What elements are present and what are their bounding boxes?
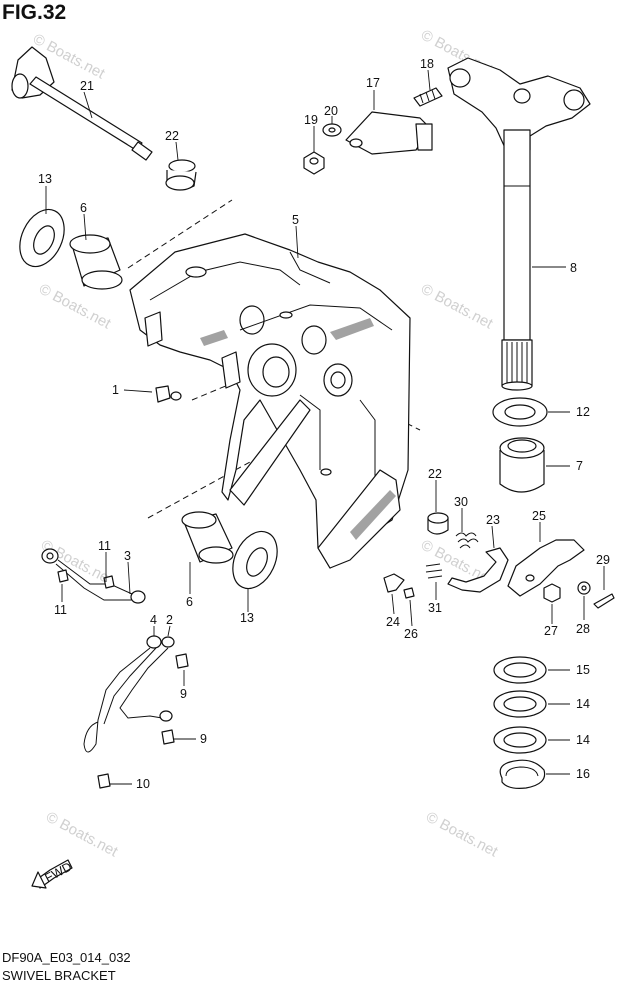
fwd-arrow-icon: FWD (31, 859, 74, 889)
part-14-washer (493, 726, 547, 754)
callout-23: 23 (486, 513, 500, 527)
part-21-shaft (11, 46, 153, 161)
callout-22: 22 (165, 129, 179, 143)
part-25-lock-lever (507, 539, 585, 597)
part-20-washer (322, 123, 342, 137)
callout-13: 13 (38, 172, 52, 186)
part-9-bolt (175, 653, 189, 669)
callout-20: 20 (324, 104, 338, 118)
callout-13: 13 (240, 611, 254, 625)
callout-16: 16 (576, 767, 590, 781)
callout-14: 14 (576, 697, 590, 711)
callout-10: 10 (136, 777, 150, 791)
part-10-bolt (97, 773, 111, 789)
callout-27: 27 (544, 624, 558, 638)
figure-title: FIG.32 (2, 1, 67, 24)
callout-30: 30 (454, 495, 468, 509)
part-17-plate (345, 111, 433, 155)
callout-6: 6 (186, 595, 193, 609)
part-6-bushing (69, 234, 123, 290)
callout-9: 9 (180, 687, 187, 701)
fwd-label: FWD (42, 860, 74, 886)
part-29-cotter-pin (593, 593, 615, 609)
callout-28: 28 (576, 622, 590, 636)
callout-12: 12 (576, 405, 590, 419)
callout-31: 31 (428, 601, 442, 615)
part-19-nut (303, 151, 325, 175)
callout-3: 3 (124, 549, 131, 563)
part-31-spring (425, 563, 443, 579)
callout-4: 4 (150, 613, 157, 627)
callout-18: 18 (420, 57, 434, 71)
part-24-clip (383, 573, 405, 593)
callout-14: 14 (576, 733, 590, 747)
callout-11: 11 (98, 539, 111, 553)
part-26-screw (403, 587, 415, 599)
callout-1: 1 (112, 383, 119, 397)
callout-8: 8 (570, 261, 577, 275)
part-4-ground-wire (83, 635, 162, 753)
callout-5: 5 (292, 213, 299, 227)
part-13-washer (232, 530, 278, 590)
callout-19: 19 (304, 113, 318, 127)
part-16-snap-ring (499, 759, 546, 789)
part-2-ground-wire (119, 636, 175, 722)
part-11-screw (57, 569, 115, 589)
callout-15: 15 (576, 663, 590, 677)
part-27-nut (543, 583, 561, 603)
callout-29: 29 (596, 553, 610, 567)
watermark: © Boats.net (418, 281, 496, 333)
part-6-bushing (181, 511, 234, 564)
watermark: © Boats.net (43, 809, 121, 861)
callout-7: 7 (576, 459, 583, 473)
part-5-swivel-bracket (127, 199, 421, 569)
part-28-washer (577, 581, 591, 595)
callout-6: 6 (80, 201, 87, 215)
part-18-bolt (413, 87, 443, 107)
part-30-spring (455, 532, 479, 549)
part-7-bushing (499, 437, 545, 493)
callout-25: 25 (532, 509, 546, 523)
part-14-washer (493, 690, 547, 718)
callout-26: 26 (404, 627, 418, 641)
part-1-grease-nipple (155, 385, 182, 403)
part-8-steering-shaft (447, 57, 591, 391)
part-15-washer (493, 656, 547, 684)
callout-2: 2 (166, 613, 173, 627)
callout-22: 22 (428, 467, 442, 481)
part-23-lever (447, 547, 509, 593)
part-22-bushing (165, 159, 197, 191)
part-12-washer (492, 397, 548, 427)
figure-code: DF90A_E03_014_032 (2, 950, 131, 965)
callout-11: 11 (54, 603, 67, 617)
callout-17: 17 (366, 76, 380, 90)
callouts: 21 22 13 6 5 1 17 18 19 20 8 12 7 22 30 … (38, 57, 610, 791)
callout-24: 24 (386, 615, 400, 629)
callout-9: 9 (200, 732, 207, 746)
figure-name: SWIVEL BRACKET (2, 968, 116, 983)
callout-21: 21 (80, 79, 94, 93)
part-13-washer (19, 208, 65, 268)
part-3-wire (41, 548, 146, 604)
part-22-bushing (427, 512, 449, 535)
watermark: © Boats.net (423, 809, 501, 861)
part-9-bolt (161, 729, 175, 745)
